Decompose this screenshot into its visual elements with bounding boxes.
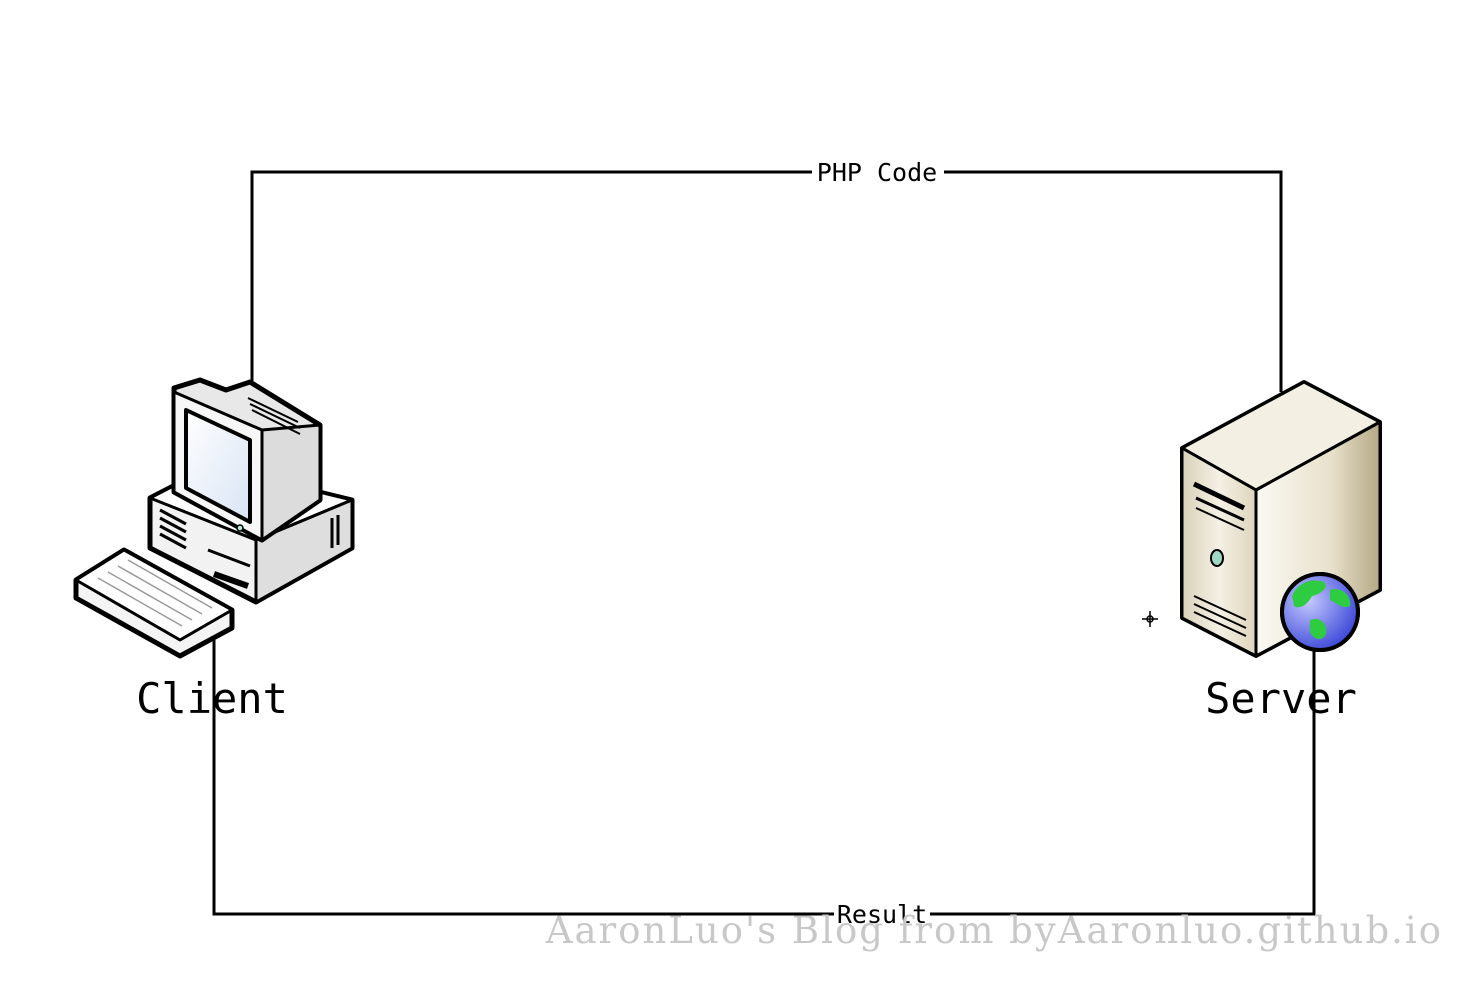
globe-icon: [1280, 572, 1360, 652]
anchor-crosshair-icon: [1142, 611, 1158, 627]
edge-php-code-label: PHP Code: [817, 158, 937, 187]
edge-result-label-bg: [834, 899, 930, 929]
node-client[interactable]: Client: [73, 377, 355, 723]
web-server-icon: [1180, 380, 1382, 658]
edge-result: Result: [212, 640, 1316, 929]
edge-result-label: Result: [837, 900, 927, 929]
desktop-computer-icon: [73, 377, 355, 659]
node-client-label: Client: [136, 674, 288, 723]
watermark-text: AaronLuo's Blog from byAaronluo.github.i…: [545, 909, 1443, 952]
edge-php-code-label-bg: [812, 156, 944, 188]
node-server[interactable]: Server: [1180, 380, 1382, 723]
edge-result-line: [212, 640, 1316, 916]
edge-php-code-line: [250, 170, 1283, 392]
node-server-label: Server: [1205, 674, 1357, 723]
edge-php-code: PHP Code: [250, 156, 1283, 392]
